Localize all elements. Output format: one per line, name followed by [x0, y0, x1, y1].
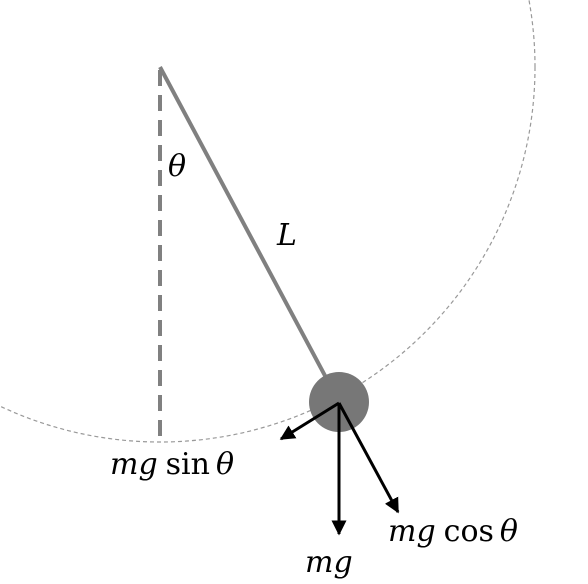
length-label: L: [276, 218, 297, 253]
tangential-force-arrow: [279, 401, 340, 441]
radial-force-arrow: [337, 402, 400, 514]
tangential-force-function: sin: [166, 447, 210, 482]
radial-force-angle: θ: [500, 514, 518, 549]
pendulum-bob: [309, 372, 369, 432]
tangential-force-angle: θ: [216, 447, 234, 482]
tangential-force-prefix: mg: [110, 447, 158, 482]
swing-arc: [0, 0, 536, 443]
pendulum-rod: [158, 66, 340, 401]
gravity-force-label: mg: [305, 545, 353, 580]
radial-force-prefix: mg: [388, 514, 436, 549]
angle-label: θ: [168, 149, 186, 184]
radial-force-function: cos: [444, 514, 494, 549]
